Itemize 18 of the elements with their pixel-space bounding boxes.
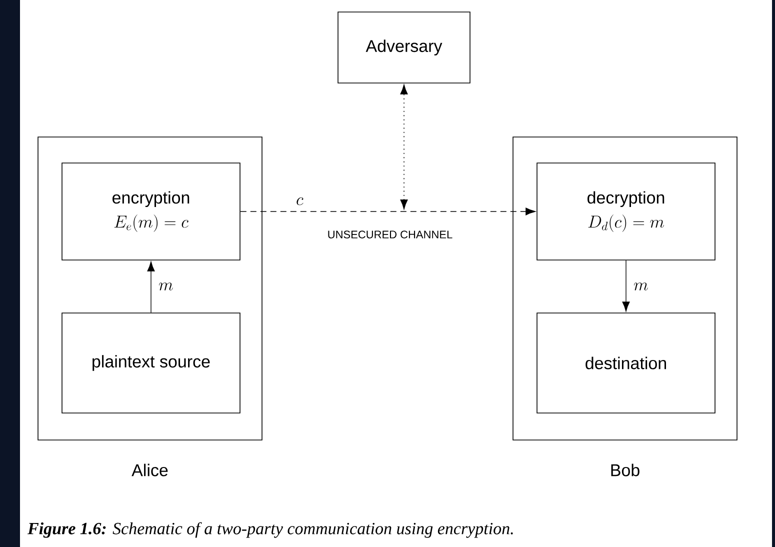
edge-label: $m$ [159,282,173,290]
process-box: Adversary [338,12,470,84]
process-box: encryption $E_e(m) = c$ [62,162,240,260]
arrow [400,84,408,210]
arrow [147,262,155,313]
party-label: Alice [132,464,168,476]
arrow [240,208,536,216]
arrow [622,260,630,312]
process-box: destination [536,312,716,414]
process-box: decryption $D_d(c) = m$ [536,162,716,260]
party-label: Bob [611,464,640,476]
process-box: plaintext source [62,312,240,414]
caption: Figure 1.6: Schematic of a two-party communication using encryption. [28,522,513,538]
party-frame [512,136,738,440]
edge-label: $c$ [296,197,304,206]
channel-label: UNSECURED CHANNEL [328,230,452,238]
party-frame [38,136,262,440]
edge-label: $m$ [634,282,648,290]
